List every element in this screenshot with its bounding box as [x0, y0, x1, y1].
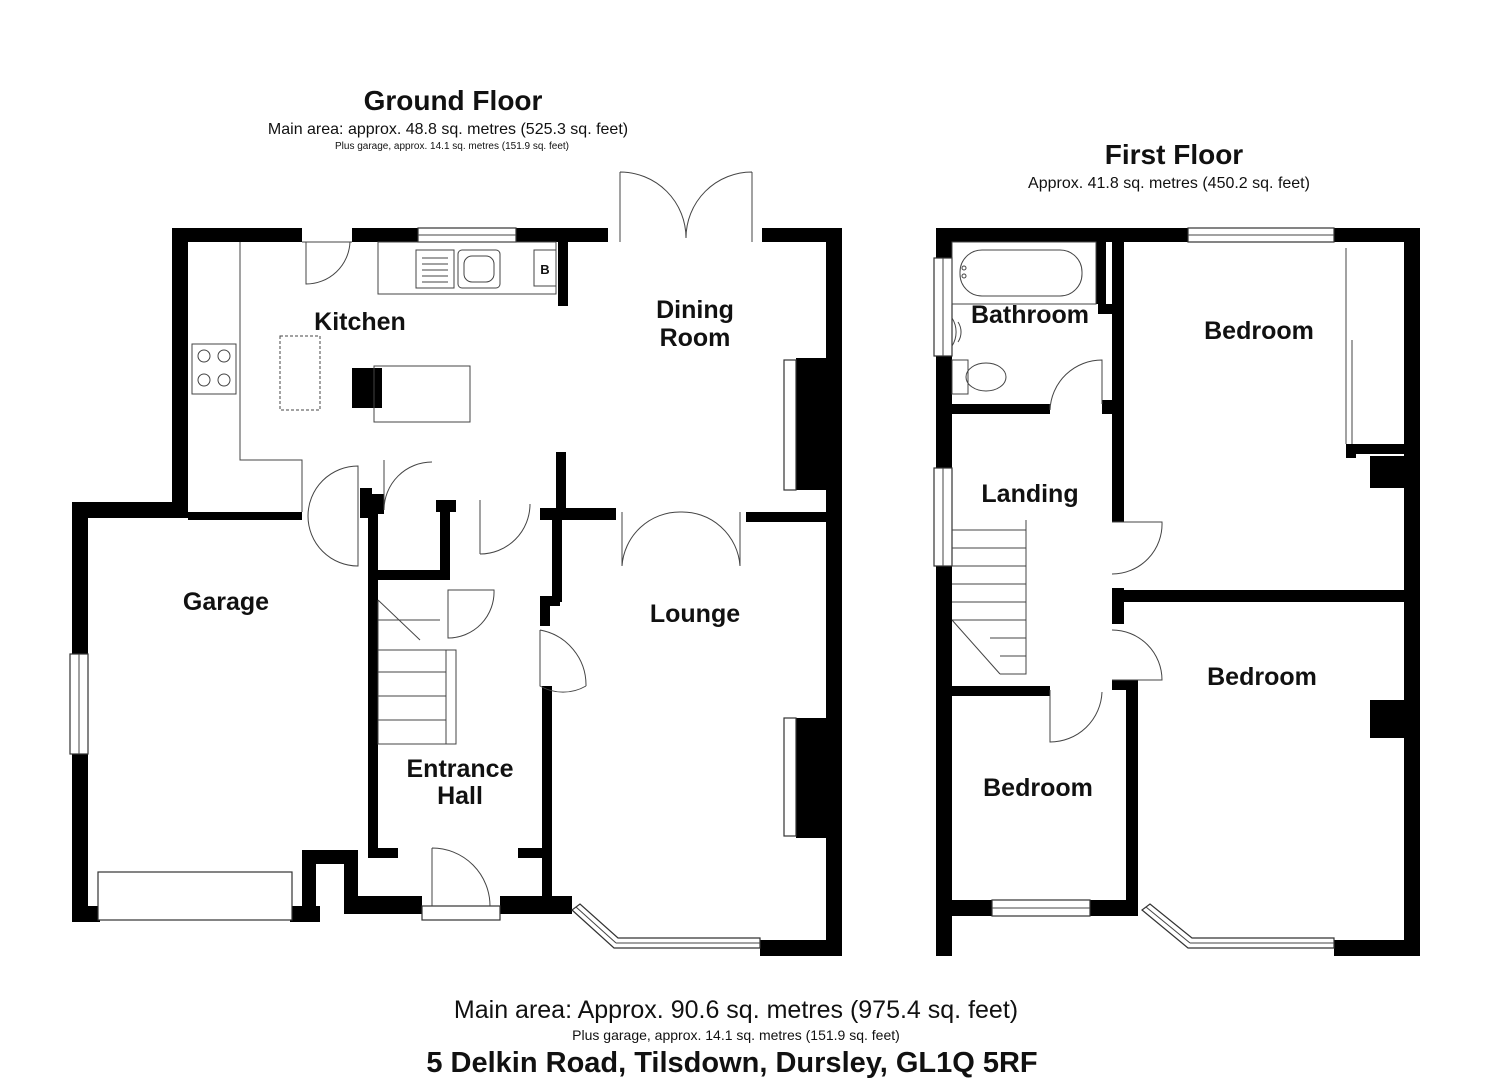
room-label-dining-line2: Room: [660, 324, 731, 352]
room-label-entrance-line1: Entrance: [407, 755, 514, 783]
room-label-bathroom: Bathroom: [971, 301, 1089, 329]
total-garage-area: Plus garage, approx. 14.1 sq. metres (15…: [572, 1027, 900, 1043]
first-floor-area: Approx. 41.8 sq. metres (450.2 sq. feet): [1028, 175, 1310, 192]
total-area: Main area: Approx. 90.6 sq. metres (975.…: [454, 996, 1018, 1024]
room-label-entrance-line2: Hall: [437, 782, 483, 810]
first-floor-plan: [933, 227, 1420, 956]
room-label-bedroom-2: Bedroom: [1207, 663, 1317, 691]
room-label-kitchen: Kitchen: [314, 308, 406, 336]
ground-floor-plan: B: [69, 171, 842, 956]
ground-floor-area: Main area: approx. 48.8 sq. metres (525.…: [268, 121, 628, 138]
first-floor-title: First Floor: [1105, 139, 1244, 170]
room-label-garage: Garage: [183, 588, 269, 616]
room-label-bedroom-1: Bedroom: [1204, 317, 1314, 345]
ground-floor-garage-area: Plus garage, approx. 14.1 sq. metres (15…: [335, 141, 569, 152]
ground-floor-title: Ground Floor: [364, 85, 543, 116]
room-label-lounge: Lounge: [650, 600, 740, 628]
property-address: 5 Delkin Road, Tilsdown, Dursley, GL1Q 5…: [426, 1047, 1037, 1079]
room-label-bedroom-3: Bedroom: [983, 774, 1093, 802]
room-label-landing: Landing: [981, 480, 1078, 508]
boiler-label: B: [540, 262, 549, 277]
room-label-dining-line1: Dining: [656, 296, 734, 324]
